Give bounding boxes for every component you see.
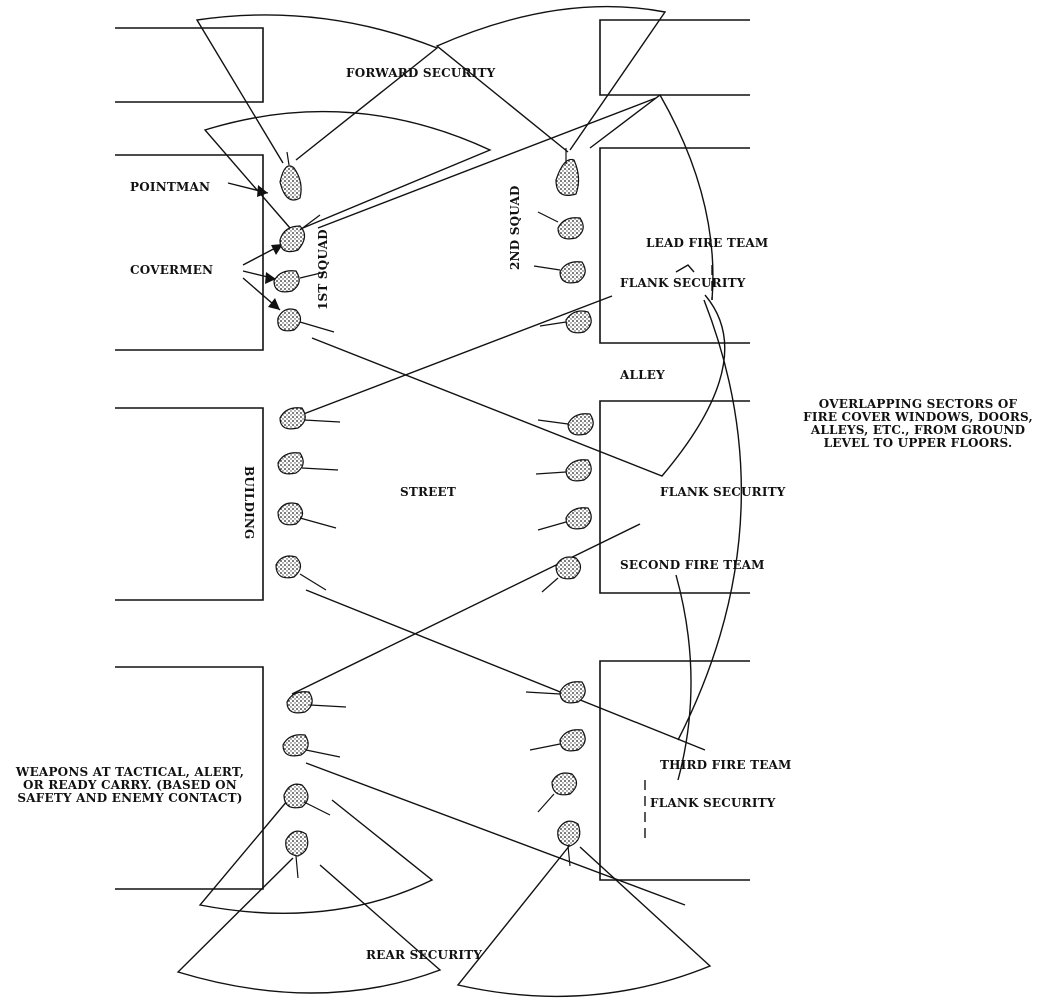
soldier-icon [567,413,594,436]
second-fire-team-label: SECOND FIRE TEAM [620,558,765,572]
street-label: STREET [400,485,456,499]
weapons-note: WEAPONS AT TACTICAL, ALERT, OR READY CAR… [15,765,245,805]
soldier-weapon [525,691,561,695]
soldier-weapon [299,214,321,231]
sector-sweep-long [677,299,742,741]
soldier-icon [565,507,592,530]
soldier-weapon [537,211,559,223]
soldier-icon [555,556,582,580]
soldier-icon [277,502,304,526]
building-label: BUILDING [242,466,256,540]
forward-security-label: FORWARD SECURITY [346,66,496,80]
building-left-1 [115,27,264,103]
lead-fire-team-sector [589,93,714,301]
soldier-icon [279,225,306,253]
pointman-label: POINTMAN [130,180,211,194]
building-right-2 [599,147,750,344]
building-right-1 [599,19,750,96]
flank-security-middle-label: FLANK SECURITY [660,485,786,499]
soldier-icon [559,729,586,752]
soldier-weapon [303,419,341,423]
soldier-weapon [299,517,337,529]
soldier-weapon [539,321,567,327]
soldier-icon [565,459,592,482]
soldier-icon [555,158,580,196]
soldier-weapon [535,471,567,475]
soldier-icon [283,783,309,809]
soldier-icon [279,407,306,430]
forward-sector-left [195,14,439,164]
soldier-weapon [286,151,290,166]
first-squad-label: 1ST SQUAD [316,229,330,310]
pointman-arrowhead [257,185,268,197]
soldier-icon [277,452,304,475]
soldier-icon [557,820,581,847]
soldier-weapon [305,749,341,758]
building-right-3 [599,400,750,594]
soldier-weapon [303,801,331,816]
soldier-weapon [299,573,327,591]
building-right-4 [599,660,750,881]
soldier-icon [557,217,584,240]
rear-security-label: REAR SECURITY [366,948,483,962]
soldier-weapon [537,419,569,425]
second-fire-team-arc [675,574,692,781]
soldier-weapon [295,855,299,879]
soldier-icon [551,772,578,796]
rear-sector-lower-left [176,857,442,994]
soldier-icon [285,830,309,857]
soldier-weapon [299,321,335,333]
soldier-weapon [299,271,326,279]
flank-security-top-label: FLANK SECURITY [620,276,746,290]
cross-line-lower [305,589,706,751]
flank-security-top-line [292,295,613,419]
covermen-arrowhead-1 [271,244,283,255]
rear-sector-left [198,787,434,915]
soldier-icon [273,270,300,293]
soldier-icon [286,691,313,714]
flank-security-bottom-label: FLANK SECURITY [650,796,776,810]
soldier-weapon [301,467,339,471]
soldier-weapon [529,743,561,751]
sector-sweep-upper [311,294,726,477]
soldier-icon [282,734,309,757]
third-fire-team-label: THIRD FIRE TEAM [660,758,792,772]
covermen-sector [203,110,492,231]
soldier-weapon [567,845,571,867]
soldier-weapon [309,704,347,708]
second-fire-team-line [291,523,641,695]
covermen-arrowhead-3 [268,298,280,310]
soldier-icon [277,308,302,332]
second-squad-label: 2ND SQUAD [508,185,522,270]
building-left-3 [115,407,264,601]
soldier-weapon [537,793,555,813]
soldier-weapon [537,521,567,531]
flank-security-top-tick [675,264,695,273]
soldier-weapon [533,265,561,271]
building-left-4 [115,666,264,890]
lead-fire-team-label: LEAD FIRE TEAM [646,236,769,250]
cross-line-upper [317,97,657,229]
soldier-icon [559,261,586,284]
covermen-label: COVERMEN [130,263,214,277]
flank-bottom-sweep [305,762,686,906]
soldier-icon [559,681,586,704]
soldier-icon [565,310,592,334]
overlapping-sectors-note: OVERLAPPING SECTORS OF FIRE COVER WINDOW… [803,397,1033,450]
soldier-icon [275,555,302,579]
soldier-icon [279,165,302,201]
soldier-weapon [541,577,559,593]
soldier-symbols [273,148,594,879]
rear-sector-lower-right [456,844,712,998]
covermen-arrowhead-2 [265,272,276,284]
forward-sector-right [435,5,667,153]
alley-label: ALLEY [620,368,665,382]
building-left-2 [115,154,264,351]
